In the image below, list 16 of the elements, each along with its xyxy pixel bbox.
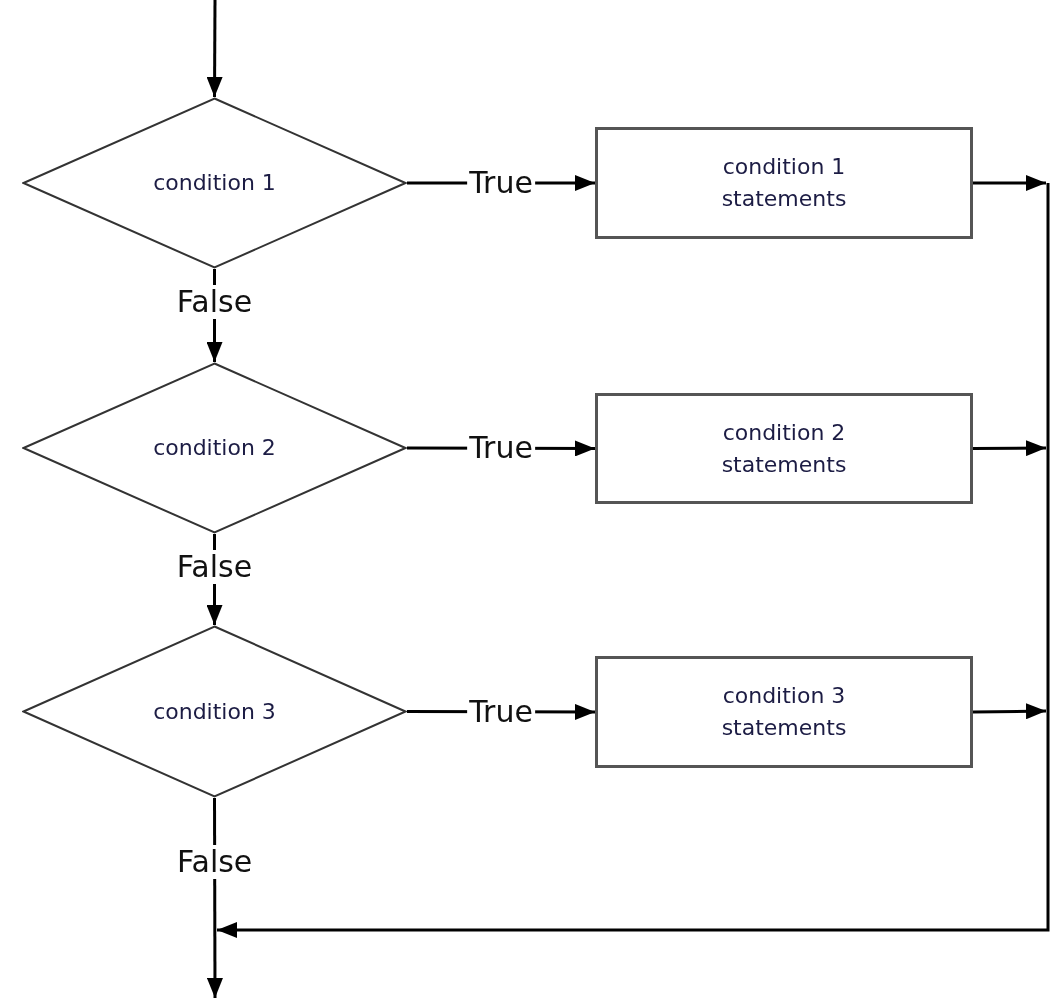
condition-text: condition 3 bbox=[153, 697, 276, 726]
statement-text: condition 3 statements bbox=[720, 682, 848, 742]
statement-text: condition 2 statements bbox=[720, 418, 848, 479]
arrow bbox=[972, 703, 1047, 720]
decision-diamond bbox=[22, 625, 407, 798]
process-box bbox=[595, 127, 973, 239]
decision-diamond bbox=[22, 97, 407, 269]
statement-text: condition 1 statements bbox=[720, 153, 848, 213]
process-box bbox=[595, 393, 973, 504]
condition-text: condition 2 bbox=[153, 434, 276, 462]
arrow bbox=[206, 0, 223, 97]
arrow bbox=[973, 440, 1046, 457]
arrow bbox=[973, 175, 1046, 191]
process-box bbox=[595, 656, 973, 768]
condition-text: condition 1 bbox=[153, 169, 276, 197]
decision-diamond bbox=[22, 362, 407, 534]
